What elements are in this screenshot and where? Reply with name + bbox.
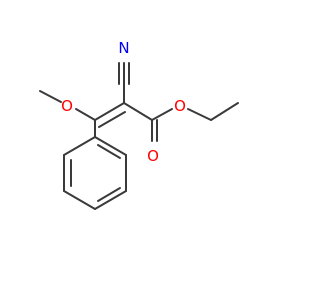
ring-bond [63,136,96,156]
ring-bond [94,190,127,210]
ring-double-bond-inner [97,144,121,159]
carbonyl-o-label: O [147,147,159,165]
ester-ethyl-bond [187,108,212,121]
structure-canvas: N O O O [39,39,239,210]
nitrile-n-label: N [118,39,129,57]
ester-o-label: O [174,97,186,115]
ethyl-bond [210,102,239,121]
alkene-double-bond [94,102,125,121]
methoxy-o-label: O [61,97,73,115]
carbonyl-bond [123,102,153,121]
ring-bond [63,190,96,210]
ester-o-bond [151,108,173,121]
ring-bond [94,136,127,156]
benzene-ring [63,136,127,210]
methoxy-methyl-bond [39,90,62,103]
vinyl-methoxy-bond [75,108,96,121]
alkene-double-bond-inner [98,111,126,128]
ring-double-bond-inner [97,187,121,202]
